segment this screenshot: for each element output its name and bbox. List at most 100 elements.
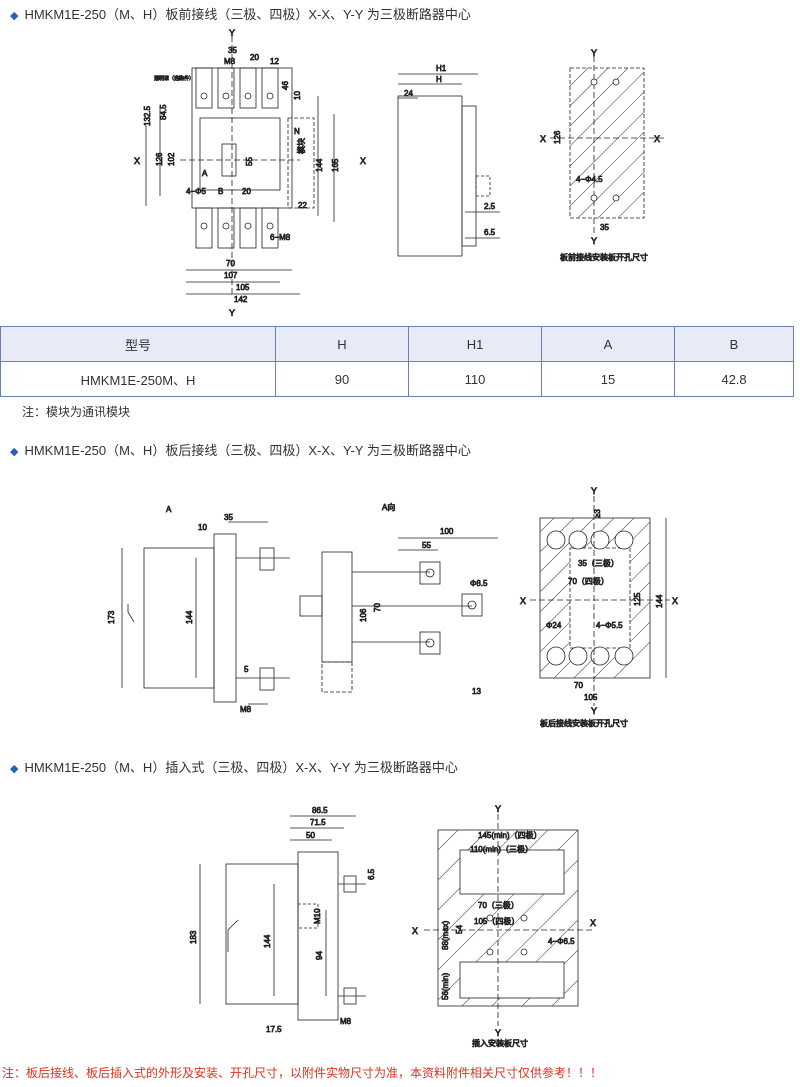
plug-in-drawing: 86.5 71.5 50 6.5 183 144 M10 94 17.5 M8 … [189,804,597,1049]
rear-dim-70: 70 [373,603,382,612]
bullet-icon: ◆ [10,763,19,775]
table-header-h: H [275,326,409,362]
plug-cutout-dim-110: 110(min)（三极） [470,844,533,854]
plug-cutout-dim-4-phi6-5: 4−Φ6.5 [548,937,575,946]
rear-side-title: A向 [382,502,395,512]
dim-24: 24 [404,89,413,98]
dim-4-phi5: 4−Φ5 [186,187,207,196]
dim-102: 102 [167,152,176,166]
section-heading-rear-wiring: ◆HMKM1E-250（M、H）板后接线（三极、四极）X-X、Y-Y 为三极断路… [10,443,471,458]
bullet-icon: ◆ [10,10,19,22]
rear-cutout-dim-phi24: Φ24 [546,621,562,630]
rear-cutout-dim-125: 125 [633,592,642,606]
rear-cutout-axis-x-right: X [672,596,678,606]
rear-cutout-dim-phi5-5: 4−Φ5.5 [596,621,623,630]
rear-dim-a: A [166,505,172,514]
rear-dim-10: 10 [198,523,207,532]
cell-a: 15 [541,361,675,397]
dim-20b: 20 [242,187,251,196]
rear-dim-173: 173 [107,610,116,624]
side-view [397,73,500,257]
table-header-a: A [541,326,675,362]
rear-cutout-dim-70: 70（四极） [568,576,609,586]
dim-132-5: 132.5 [143,105,152,126]
plug-cutout-dim-56: 56(min) [441,973,450,1000]
table-header-h1: H1 [408,326,542,362]
table-header-model: 型号 [0,326,276,362]
front-wiring-drawing: X Y Y X X 35 M8 20 12 透明罩（选购件） 132.5 84.… [134,28,664,318]
cutout-axis-x-right: X [654,134,660,144]
dim-h: H [436,75,442,84]
cutout-axis-y-bottom: Y [591,236,597,246]
bullet-icon: ◆ [10,446,19,458]
rear-cutout-axis-x-left: X [520,596,526,606]
dim-142: 142 [234,295,248,304]
axis-label-y-top: Y [229,28,235,38]
plug-in-cutout [424,814,592,1026]
rear-cutout [530,496,670,706]
plug-cutout-axis-x-right: X [590,918,596,928]
front-cutout [550,56,664,236]
rear-cutout-dim-144: 144 [655,594,664,608]
rear-dim-100: 100 [440,527,454,536]
rear-cutout-dim-ge3: ≥3 [593,509,602,518]
cutout-dim-35: 35 [600,223,609,232]
rear-cutout-caption: 板后接线安装板开孔尺寸 [540,718,628,728]
label-transparent-cover: 透明罩（选购件） [154,75,194,82]
dim-144: 144 [315,158,324,172]
dim-20: 20 [250,53,259,62]
axis-label-x-left: X [134,156,140,166]
plug-dim-94: 94 [315,951,324,960]
cutout-axis-x-left: X [540,134,546,144]
label-module: 模块 [296,138,306,154]
rear-dim-55: 55 [422,541,431,550]
dim-h1: H1 [436,64,447,73]
dim-70: 70 [226,259,235,268]
cutout-axis-y-top: Y [591,48,597,58]
plug-dim-m10: M10 [313,908,322,924]
cutout-dim-126: 126 [553,130,562,144]
plug-dim-17-5: 17.5 [266,1025,282,1034]
rear-dim-m8: M8 [240,705,252,714]
front-view [145,36,335,295]
rear-front-view [121,521,290,705]
rear-cutout-axis-y-top: Y [591,486,597,496]
table-header-b: B [674,326,794,362]
cell-h1: 110 [408,361,542,397]
axis-label-x-right: X [360,156,366,166]
plug-dim-183: 183 [189,930,198,944]
plug-cutout-dim-105: 105（四极） [474,916,519,926]
rear-dim-phi8-5: Φ8.5 [470,579,488,588]
dim-b: B [218,187,223,196]
plug-cutout-axis-y-bottom: Y [495,1028,501,1038]
plug-dim-86-5: 86.5 [312,806,328,815]
rear-side-view [299,537,498,693]
section-heading-plug-in: ◆HMKM1E-250（M、H）插入式（三极、四极）X-X、Y-Y 为三极断路器… [10,760,458,775]
dim-12: 12 [270,57,279,66]
rear-wiring-drawing: A 10 35 173 144 5 M8 A向 100 55 Φ8.5 70 1… [107,486,679,729]
plug-cutout-axis-y-top: Y [495,804,501,814]
module-note: 注：模块为通讯模块 [22,405,131,419]
axis-label-y-bottom: Y [229,308,235,318]
rear-cutout-dim-70b: 70 [574,681,583,690]
cell-h: 90 [275,361,409,397]
dim-165: 165 [331,158,340,172]
plug-cutout-dim-54: 54 [455,925,464,934]
plug-dim-144: 144 [263,934,272,948]
table-row: HMKM1E-250M、H 90 110 15 42.8 [0,361,794,397]
spec-table: 型号 H H1 A B HMKM1E-250M、H 90 110 15 42.8 [0,326,794,397]
cutout-dim-4-phi4-5: 4−Φ4.5 [576,175,603,184]
plug-dim-50: 50 [306,831,315,840]
dim-n: N [294,127,300,136]
dim-107: 107 [224,271,238,280]
dim-126: 126 [155,152,164,166]
plug-cutout-dim-70: 70（三极） [478,900,519,910]
dim-6-m8: 6−M8 [270,233,291,242]
dim-m8: M8 [224,57,236,66]
dim-46: 46 [281,81,290,90]
dim-22: 22 [298,201,307,210]
plug-cutout-dim-88: 88(max) [441,920,450,950]
rear-dim-5: 5 [244,665,249,674]
cell-b: 42.8 [674,361,794,397]
rear-dim-144: 144 [185,610,194,624]
